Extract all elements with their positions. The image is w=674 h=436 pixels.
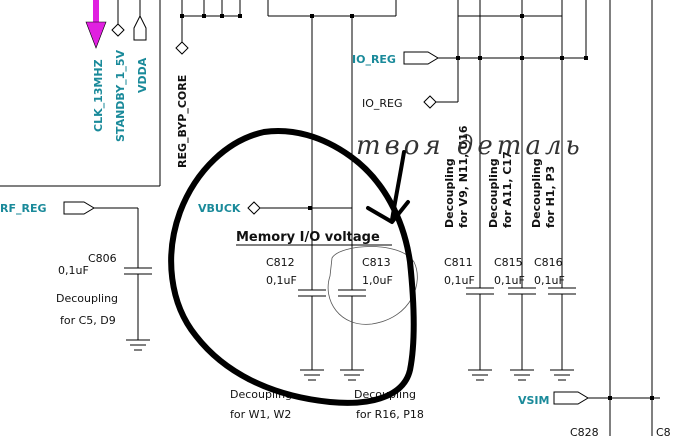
c811-ref: C811 [444,256,473,269]
standby-port-icon [111,23,125,37]
note-3-detail: for H1, P3 [544,166,557,228]
handwritten-note: твоя деталь [356,131,584,161]
c812-ref: C812 [266,256,295,269]
c813-capacitor [338,289,366,381]
c815-capacitor [508,287,536,381]
note-4-detail: for W1, W2 [230,408,291,421]
clk-label: CLK_13MHZ [92,59,105,132]
note-1-detail: for V9, N11, U16 [457,125,470,228]
c811-value: 0,1uF [444,274,475,287]
note-1-title: Decoupling [443,158,456,228]
c806-capacitor [124,267,152,351]
io-reg-out-port-icon [423,95,437,109]
clk-arrow-icon [85,0,107,49]
note-2-title: Decoupling [487,158,500,228]
vbuck-port-icon [247,201,261,215]
vbuck-label: VBUCK [198,202,241,215]
c806-desc-2: for C5, D9 [60,314,116,327]
c815-ref: C815 [494,256,523,269]
c812-value: 0,1uF [266,274,297,287]
c8-ref: C8 [656,426,671,436]
io-reg-port-icon [403,51,439,65]
vdda-label: VDDA [136,57,149,93]
vdda-port-icon [133,14,147,41]
c813-value: 1,0uF [362,274,393,287]
note-3-title: Decoupling [530,158,543,228]
vsim-port-icon [553,391,589,405]
c816-ref: C816 [534,256,563,269]
c816-capacitor [548,287,576,381]
hand-drawn-circle [168,128,417,406]
c811-capacitor [466,287,494,381]
memory-io-title: Memory I/O voltage [236,230,380,245]
hand-drawn-arrow-icon [366,150,410,224]
note-5-detail: for R16, P18 [356,408,424,421]
rf-reg-label: RF_REG [0,202,47,215]
vsim-label: VSIM [518,394,549,407]
c812-capacitor [298,289,326,381]
c816-value: 0,1uF [534,274,565,287]
c815-value: 0,1uF [494,274,525,287]
io-reg-in-label: IO_REG [352,53,396,66]
c806-desc-1: Decoupling [56,292,118,305]
c806-ref: C806 [88,252,117,265]
c806-value: 0,1uF [58,264,89,277]
c813-ref: C813 [362,256,391,269]
reg-byp-port-icon [175,41,189,55]
standby-label: STANDBY_1_5V [114,50,127,142]
reg-byp-label: REG_BYP_CORE [176,75,189,168]
c828-ref: C828 [570,426,599,436]
io-reg-out-label: IO_REG [362,97,403,110]
note-2-detail: for A11, C17 [501,151,514,228]
rf-reg-port-icon [63,201,95,215]
